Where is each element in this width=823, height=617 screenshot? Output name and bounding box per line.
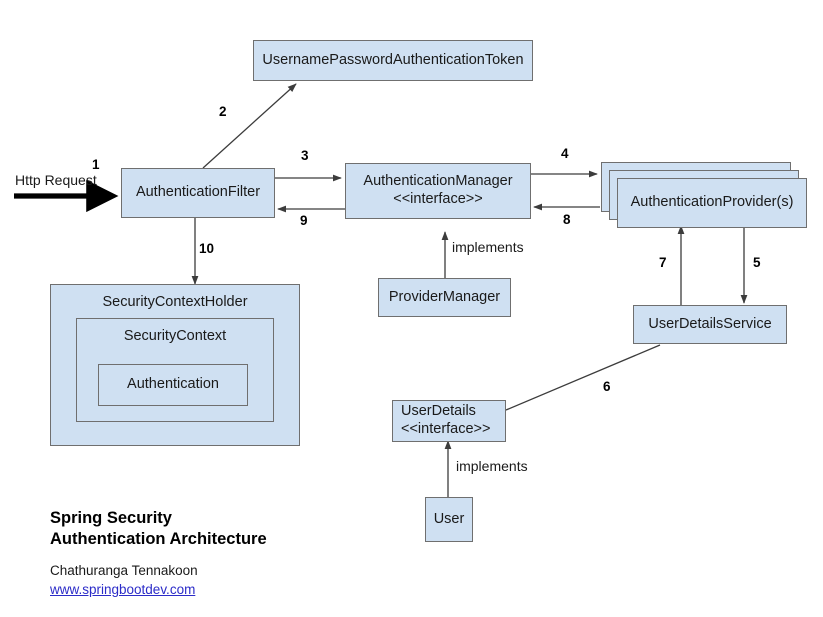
node-provider-manager[interactable]: ProviderManager	[378, 278, 511, 317]
connector-2-filter-to-token	[202, 83, 297, 169]
node-authentication-manager[interactable]: AuthenticationManager <<interface>>	[345, 163, 531, 219]
diagram-author: Chathuranga Tennakoon	[50, 563, 198, 578]
edge-label-1: 1	[92, 157, 100, 172]
edge-label-4: 4	[561, 146, 569, 161]
edge-label-8: 8	[563, 212, 571, 227]
node-user-details-service[interactable]: UserDetailsService	[633, 305, 787, 344]
diagram-website-link[interactable]: www.springbootdev.com	[50, 582, 196, 597]
diagram-title: Spring Security Authentication Architect…	[50, 509, 267, 549]
edge-label-10: 10	[199, 241, 215, 256]
edge-label-9: 9	[300, 213, 308, 228]
label-http-request: Http Request	[15, 172, 97, 188]
label-implements-user: implements	[456, 458, 528, 474]
label-implements-provider-manager: implements	[452, 239, 524, 255]
edge-label-2: 2	[219, 104, 227, 119]
node-user[interactable]: User	[425, 497, 473, 542]
node-user-details[interactable]: UserDetails <<interface>>	[392, 400, 506, 442]
node-authentication-filter[interactable]: AuthenticationFilter	[121, 168, 275, 218]
node-authentication-provider[interactable]: AuthenticationProvider(s)	[617, 178, 807, 228]
edge-label-6: 6	[603, 379, 611, 394]
node-username-password-authentication-token[interactable]: UsernamePasswordAuthenticationToken	[253, 40, 533, 81]
edge-label-5: 5	[753, 255, 761, 270]
edge-label-7: 7	[659, 255, 667, 270]
connector-6-userdetails-to-userdetailsservice	[505, 344, 661, 411]
edge-label-3: 3	[301, 148, 309, 163]
node-authentication[interactable]: Authentication	[98, 364, 248, 406]
